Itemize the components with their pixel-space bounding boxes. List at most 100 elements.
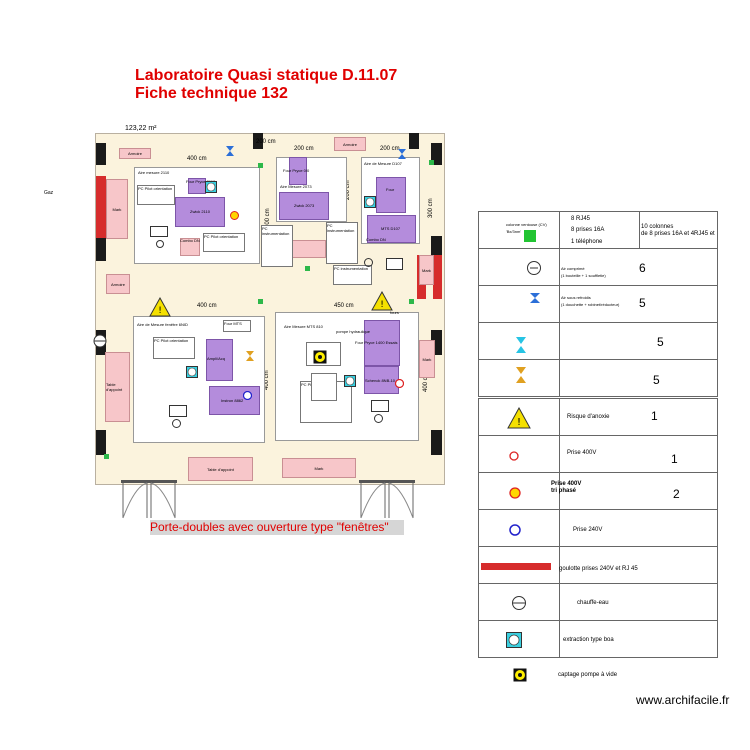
outlet-column xyxy=(429,160,434,165)
anoxia-warning-icon: ! xyxy=(149,296,171,322)
room-label: Aire mesure 2110 xyxy=(138,170,170,175)
legend-text: Prise 400V xyxy=(567,450,597,456)
equipment-label: Zwick 2073 xyxy=(294,203,315,208)
chair xyxy=(156,240,164,248)
legend-row: 5 xyxy=(478,359,718,397)
equipment-label: Four xyxy=(386,187,395,192)
pillar xyxy=(431,330,442,355)
equipment-ampli xyxy=(206,339,233,381)
gaz-label: Gaz xyxy=(44,190,54,196)
vacuum-pump-legend-icon xyxy=(513,668,527,687)
svg-text:!: ! xyxy=(380,300,384,310)
combo-label: Combo DN xyxy=(366,237,386,242)
plug-240v-icon xyxy=(242,387,253,405)
room-label: Aire Mesure MTS 810 xyxy=(284,324,323,329)
cabinet xyxy=(180,238,200,256)
double-door-left xyxy=(121,480,177,520)
armoire: Armoire xyxy=(334,137,366,151)
pillar xyxy=(431,430,442,455)
equipment-label: MTS D107 xyxy=(381,226,401,231)
legend-text: 10 colonnes de 8 prises 16A et 4RJ45 et xyxy=(641,224,715,237)
equipment-zwick-2073 xyxy=(279,192,329,220)
plan-title: Laboratoire Quasi statique D.11.07 xyxy=(135,67,398,84)
water-heater-legend-icon xyxy=(511,595,527,616)
footer-url[interactable]: www.archifacile.fr xyxy=(636,693,730,707)
table-appoint: Table d'appoint xyxy=(105,352,130,422)
plug-400v-icon xyxy=(394,375,405,393)
air-icon xyxy=(397,147,407,165)
power-strip-icon xyxy=(481,563,551,570)
plug-400v-legend-icon xyxy=(509,448,519,466)
room-label: Aire Mesure 2073 xyxy=(280,184,312,189)
equipment-label: Four Pryce 2110 xyxy=(186,179,216,184)
extraction-boa-icon xyxy=(364,195,376,213)
outlet-column xyxy=(305,266,310,271)
legend-row: Prise 400V 1 xyxy=(478,435,718,473)
pillar xyxy=(431,236,442,261)
combo-label: Combo DN xyxy=(180,238,200,243)
pillar xyxy=(431,143,442,165)
armoire: Armoire xyxy=(106,274,130,294)
legend-text: Prise 240V xyxy=(573,527,603,533)
legend-count: 1 xyxy=(671,452,678,466)
compressed-air-icon xyxy=(526,260,542,281)
dimension: 200 cm xyxy=(294,146,314,152)
legend-text: goulotte prises 240V et RJ 45 xyxy=(559,566,638,572)
equipment-label: Four Pryce 1400 Essais xyxy=(355,340,398,345)
desk xyxy=(386,258,403,270)
dimension: 200 cm xyxy=(380,146,400,152)
outlet-column xyxy=(258,163,263,168)
dimension: 300 cm xyxy=(428,198,434,218)
equipment-label: Schenck 8NB-10 xyxy=(365,378,396,383)
plan-subtitle: Fiche technique 132 xyxy=(135,85,288,102)
equipment-schenck xyxy=(364,366,399,394)
vacuum-pump-icon xyxy=(313,350,327,369)
outlet-column xyxy=(409,299,414,304)
legend-row: Prise 400V tri phasé 2 xyxy=(478,472,718,510)
outlet-column-icon xyxy=(524,230,536,242)
legend-row: colonne ventouse (CV) 'Bx/3nm' 8 RJ45 8 … xyxy=(478,211,718,249)
pillar xyxy=(96,236,106,261)
equipment-label: fours xyxy=(390,310,399,315)
pc-pilot: PC Pilot orientation xyxy=(203,233,245,252)
extraction-boa-icon xyxy=(205,180,217,198)
wall-outlet-strip xyxy=(96,176,106,238)
air-icon xyxy=(225,144,235,162)
pillar xyxy=(96,143,106,165)
pillar xyxy=(409,133,419,149)
equipment-four-d107 xyxy=(376,177,406,213)
pc-instr: PC instrumentation xyxy=(333,265,372,285)
legend-text: Air sous refroidis (1 douchette + robine… xyxy=(561,295,620,307)
pc-pilot: PC Pilot orientation xyxy=(153,337,195,359)
legend-row: chauffe-eau xyxy=(478,583,718,621)
legend-text: Air comprimé (1 bouteille + 1 souffletie… xyxy=(561,266,606,278)
legend-count: 6 xyxy=(639,261,646,275)
equipment-label: Four Pryce 0/0 xyxy=(283,168,310,173)
extraction-boa-legend-icon xyxy=(506,632,522,653)
legend-text: colonne ventouse (CV) 'Bx/3nm' xyxy=(506,222,547,234)
legend-row: ! Risque d'anoxie 1 xyxy=(478,398,718,436)
equipment-four-mid xyxy=(289,157,307,185)
equipment-zwick-2110 xyxy=(175,197,225,227)
pillar xyxy=(96,430,106,455)
chair xyxy=(172,419,181,428)
chair xyxy=(364,258,373,267)
room-label: Aire de Mesure D107 xyxy=(364,161,402,166)
dimension: 200 cm xyxy=(256,139,276,145)
bench xyxy=(311,373,337,401)
armoire: Armoire xyxy=(119,148,151,159)
extraction-boa-icon xyxy=(344,374,356,392)
legend-count: 5 xyxy=(653,373,660,387)
legend-text: 1 téléphone xyxy=(571,239,603,245)
plug-240v-legend-icon xyxy=(509,523,521,541)
anoxia-legend-icon: ! xyxy=(507,406,531,434)
legend-count: 2 xyxy=(673,487,680,501)
dimension: 400 cm xyxy=(187,156,207,162)
legend-row: 5 xyxy=(478,322,718,360)
wall-outlet-strip xyxy=(433,255,442,299)
door-caption: Porte-doubles avec ouverture type "fenêt… xyxy=(150,520,404,535)
legend-text: chauffe-eau xyxy=(577,600,609,606)
equipment-label: pompe hydraulique xyxy=(336,329,371,334)
equipment-label: Zwick 2110 xyxy=(190,209,210,214)
equipment-label: Ampli/Acq xyxy=(207,356,226,361)
